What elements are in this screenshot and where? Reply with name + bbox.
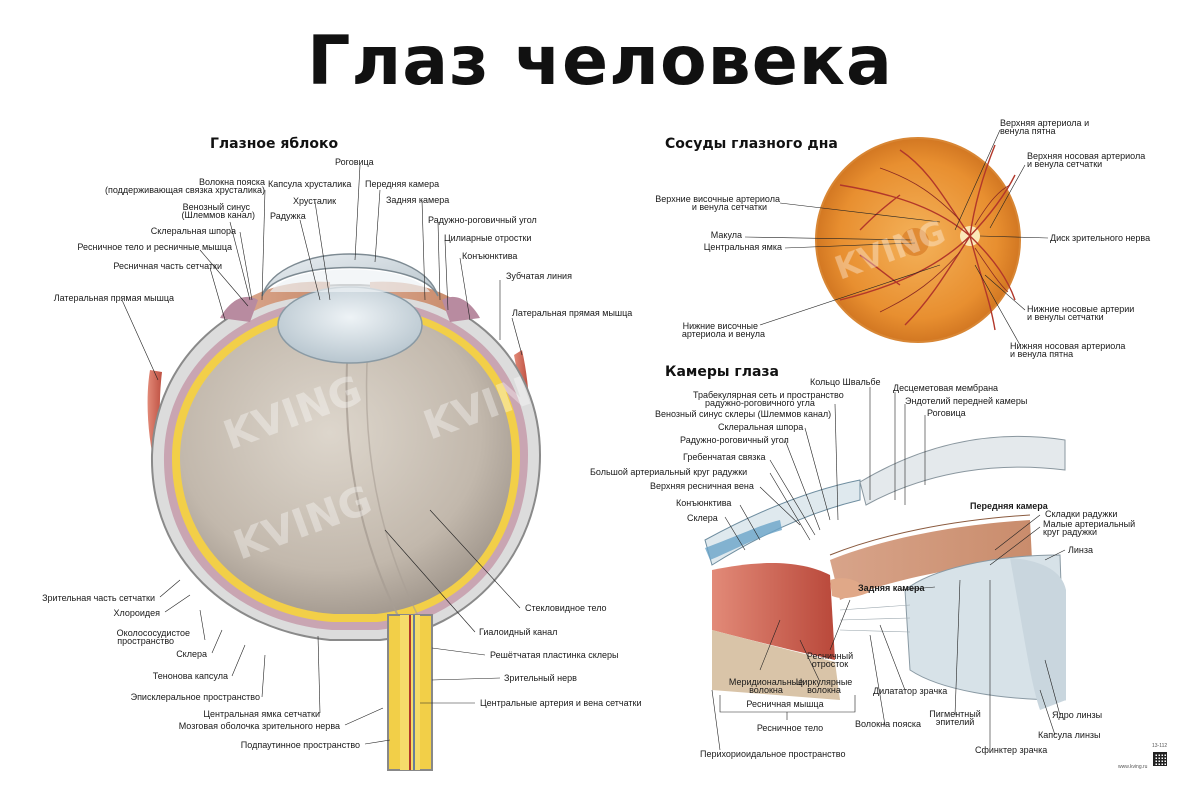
label-lens-capsule: Капсула хрусталика <box>268 180 351 189</box>
label-iridocorneal-angle: Радужно-роговичный угол <box>428 216 537 225</box>
label-central-vessels: Центральные артерия и вена сетчатки <box>480 699 642 708</box>
label-optic-nerve: Зрительный нерв <box>504 674 577 683</box>
label-chamber-iridocorneal: Радужно-роговичный угол <box>680 436 789 445</box>
label-optic-disc: Диск зрительного нерва <box>1050 234 1150 243</box>
label-vitreous: Стекловидное тело <box>525 604 607 613</box>
label-pectinate: Гребенчатая связка <box>683 453 766 462</box>
label-inf-macular-2: и венула пятна <box>1010 350 1073 359</box>
label-choroid: Хлороидея <box>60 609 160 618</box>
footer-code: 13-112 <box>1152 743 1167 749</box>
label-sclera: Склера <box>110 650 207 659</box>
label-scleral-spur: Склеральная шпора <box>140 227 236 236</box>
label-conjunctiva: Конъюнктива <box>462 252 517 261</box>
label-fovea: Центральная ямка сетчатки <box>180 710 320 719</box>
label-subarachnoid: Подпаутинное пространство <box>200 741 360 750</box>
label-chamber-scleral-spur: Склеральная шпора <box>718 423 803 432</box>
label-episcleral: Эписклеральное пространство <box>100 693 260 702</box>
label-chamber-lens: Линза <box>1068 546 1093 555</box>
label-iris: Радужка <box>270 212 306 221</box>
label-posterior-chamber: Задняя камера <box>386 196 449 205</box>
label-lateral-rectus-right: Латеральная прямая мышца <box>512 309 632 318</box>
label-perichoroidal: Перихориоидальное пространство <box>700 750 845 759</box>
label-capsule: Капсула линзы <box>1038 731 1101 740</box>
label-lens: Хрусталик <box>293 197 336 206</box>
label-sup-macular-2: венула пятна <box>1000 127 1056 136</box>
label-inf-nasal-2: и венулы сетчатки <box>1027 313 1104 322</box>
label-inf-temporal-2: артериола и венула <box>640 330 765 339</box>
label-schwalbe: Кольцо Швальбе <box>810 378 880 387</box>
chambers-section <box>705 436 1066 710</box>
label-trabecular-2: радужно-роговичного угла <box>705 399 815 408</box>
label-endothelium: Эндотелий передней камеры <box>905 397 1027 406</box>
label-optic-retina: Зрительная часть сетчатки <box>20 594 155 603</box>
label-macula: Макула <box>680 231 742 240</box>
label-lamina: Решётчатая пластинка склеры <box>490 651 619 660</box>
label-nucleus: Ядро линзы <box>1052 711 1102 720</box>
qr-code-icon <box>1153 752 1167 766</box>
label-chamber-ciliary-body: Ресничное тело <box>740 724 840 733</box>
label-chamber-venous-sinus: Венозный синус склеры (Шлеммов канал) <box>655 410 831 419</box>
label-ora-serrata: Зубчатая линия <box>506 272 572 281</box>
label-sphincter: Сфинктер зрачка <box>975 746 1047 755</box>
label-anterior-chamber: Передняя камера <box>365 180 439 189</box>
label-venous-sinus-2: (Шлеммов канал) <box>150 211 255 220</box>
label-lateral-rectus-left: Латеральная прямая мышца <box>50 294 174 303</box>
label-dura: Мозговая оболочка зрительного нерва <box>150 722 340 731</box>
label-chamber-posterior: Задняя камера <box>858 584 924 593</box>
label-fundus-fovea: Центральная ямка <box>680 243 782 252</box>
section-eyeball: Глазное яблоко <box>210 136 338 152</box>
label-chamber-anterior: Передняя камера <box>970 502 1048 511</box>
label-hyaloid: Гиалоидный канал <box>479 628 557 637</box>
label-descemet: Десцеметовая мембрана <box>893 384 998 393</box>
label-pigment-2: эпителий <box>925 718 985 727</box>
label-circular-2: волокна <box>792 686 856 695</box>
label-tenon: Тенонова капсула <box>110 672 228 681</box>
label-dilator: Дилататор зрачка <box>873 687 947 696</box>
label-sup-temporal-2: и венула сетчатки <box>640 203 767 212</box>
section-fundus: Сосуды глазного дна <box>665 136 838 152</box>
section-chambers: Камеры глаза <box>665 364 779 380</box>
label-ciliary-vein: Верхняя ресничная вена <box>650 482 754 491</box>
label-ciliary-retina: Ресничная часть сетчатки <box>90 262 222 271</box>
label-ciliary-body: Ресничное тело и ресничные мышца <box>60 243 232 252</box>
label-chamber-zonule: Волокна пояска <box>855 720 921 729</box>
label-ciliary-process-2: отросток <box>800 660 860 669</box>
label-perivascular-2: пространство <box>90 637 174 646</box>
label-chamber-conjunctiva: Конъюнктива <box>676 499 731 508</box>
label-major-circle: Большой артериальный круг радужки <box>590 468 747 477</box>
label-ciliary-processes: Цилиарные отростки <box>444 234 531 243</box>
label-ciliary-muscle: Ресничная мышца <box>735 700 835 709</box>
label-iris-folds: Складки радужки <box>1045 510 1117 519</box>
label-chamber-sclera: Склера <box>687 514 718 523</box>
label-chamber-cornea: Роговица <box>927 409 966 418</box>
label-cornea: Роговица <box>335 158 374 167</box>
label-sup-nasal-2: и венула сетчатки <box>1027 160 1102 169</box>
footer-site: www.kving.ru <box>1118 764 1147 770</box>
label-minor-circle-2: круг радужки <box>1043 528 1097 537</box>
label-zonule-2: (поддерживающая связка хрусталика) <box>95 186 265 195</box>
